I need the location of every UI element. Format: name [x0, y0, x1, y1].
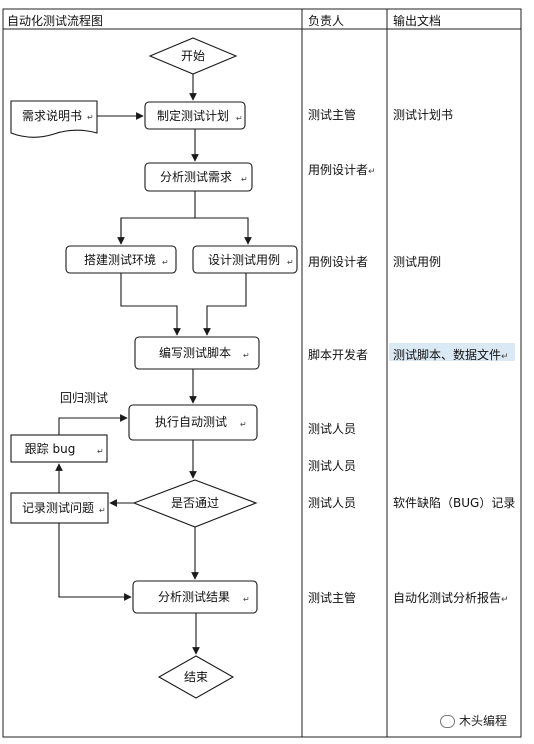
output-plan: 测试计划书: [393, 108, 454, 122]
design-cases-box: [192, 245, 298, 274]
return-mark-icon: ↵: [501, 595, 509, 605]
return-mark-icon: ↵: [287, 258, 294, 267]
role-decision: 测试人员: [308, 496, 357, 510]
output-decision: 软件缺陷（BUG）记录: [393, 496, 516, 510]
return-mark-icon: ↵: [243, 351, 250, 360]
header-output: 输出文档: [393, 14, 442, 28]
arrow-to-setup: [120, 217, 252, 245]
role-results: 测试主管: [308, 591, 357, 605]
write-scripts-box: [134, 336, 260, 370]
return-mark-icon: ↵: [241, 175, 248, 184]
start-label: 开始: [181, 49, 205, 63]
requirements-doc-label: 需求说明书: [22, 108, 82, 123]
output-scripts: 测试脚本、数据文件↵: [393, 348, 509, 362]
header-process: 自动化测试流程图: [7, 14, 104, 28]
role-plan: 测试主管: [308, 108, 357, 122]
role-scripts: 脚本开发者: [308, 348, 369, 362]
regression-label: 回归测试: [60, 390, 108, 405]
execute-label: 执行自动测试: [155, 414, 227, 429]
analyze-results-box: [132, 580, 258, 614]
arrow-design-scripts: [203, 273, 247, 336]
analyze-results-label: 分析测试结果: [158, 589, 230, 604]
analyze-req-label: 分析测试需求: [160, 169, 232, 184]
return-mark-icon: ↵: [99, 506, 106, 515]
setup-env-label: 搭建测试环境: [84, 252, 156, 267]
watermark: 木头编程: [440, 712, 507, 729]
header-owner: 负责人: [308, 14, 345, 28]
write-scripts-label: 编写测试脚本: [159, 345, 231, 360]
end-diamond: [157, 655, 235, 699]
return-mark-icon: ↵: [236, 114, 243, 123]
output-design: 测试用例: [393, 255, 442, 269]
requirements-document: [10, 100, 98, 138]
arrow-setup-scripts: [120, 273, 181, 336]
role-analyze: 用例设计者↵: [308, 163, 376, 177]
role-track: 测试人员: [308, 459, 357, 473]
log-issues-label: 记录测试问题: [22, 500, 94, 515]
output-highlight: [389, 343, 515, 361]
decision-label: 是否通过: [171, 496, 219, 510]
role-design: 用例设计者: [308, 255, 369, 269]
return-mark-icon: ↵: [87, 113, 94, 122]
return-mark-icon: ↵: [162, 258, 169, 267]
end-label: 结束: [184, 670, 208, 684]
return-mark-icon: ↵: [243, 595, 250, 604]
table-grid: [2, 8, 522, 738]
wechat-icon: [440, 715, 455, 728]
output-results: 自动化测试分析报告↵: [393, 591, 509, 605]
role-execute: 测试人员: [308, 422, 357, 436]
return-mark-icon: ↵: [368, 167, 376, 177]
track-bug-label: 跟踪 bug: [25, 442, 76, 456]
make-plan-label: 制定测试计划: [157, 108, 229, 123]
arrow-track-execute: [58, 414, 128, 435]
arrow-log-results: [58, 523, 132, 601]
analyze-req-box: [144, 162, 253, 192]
track-bug-box: [10, 434, 108, 463]
design-cases-label: 设计测试用例: [208, 252, 280, 267]
return-mark-icon: ↵: [240, 420, 247, 429]
return-mark-icon: ↵: [501, 352, 509, 362]
return-mark-icon: ↵: [97, 447, 104, 456]
